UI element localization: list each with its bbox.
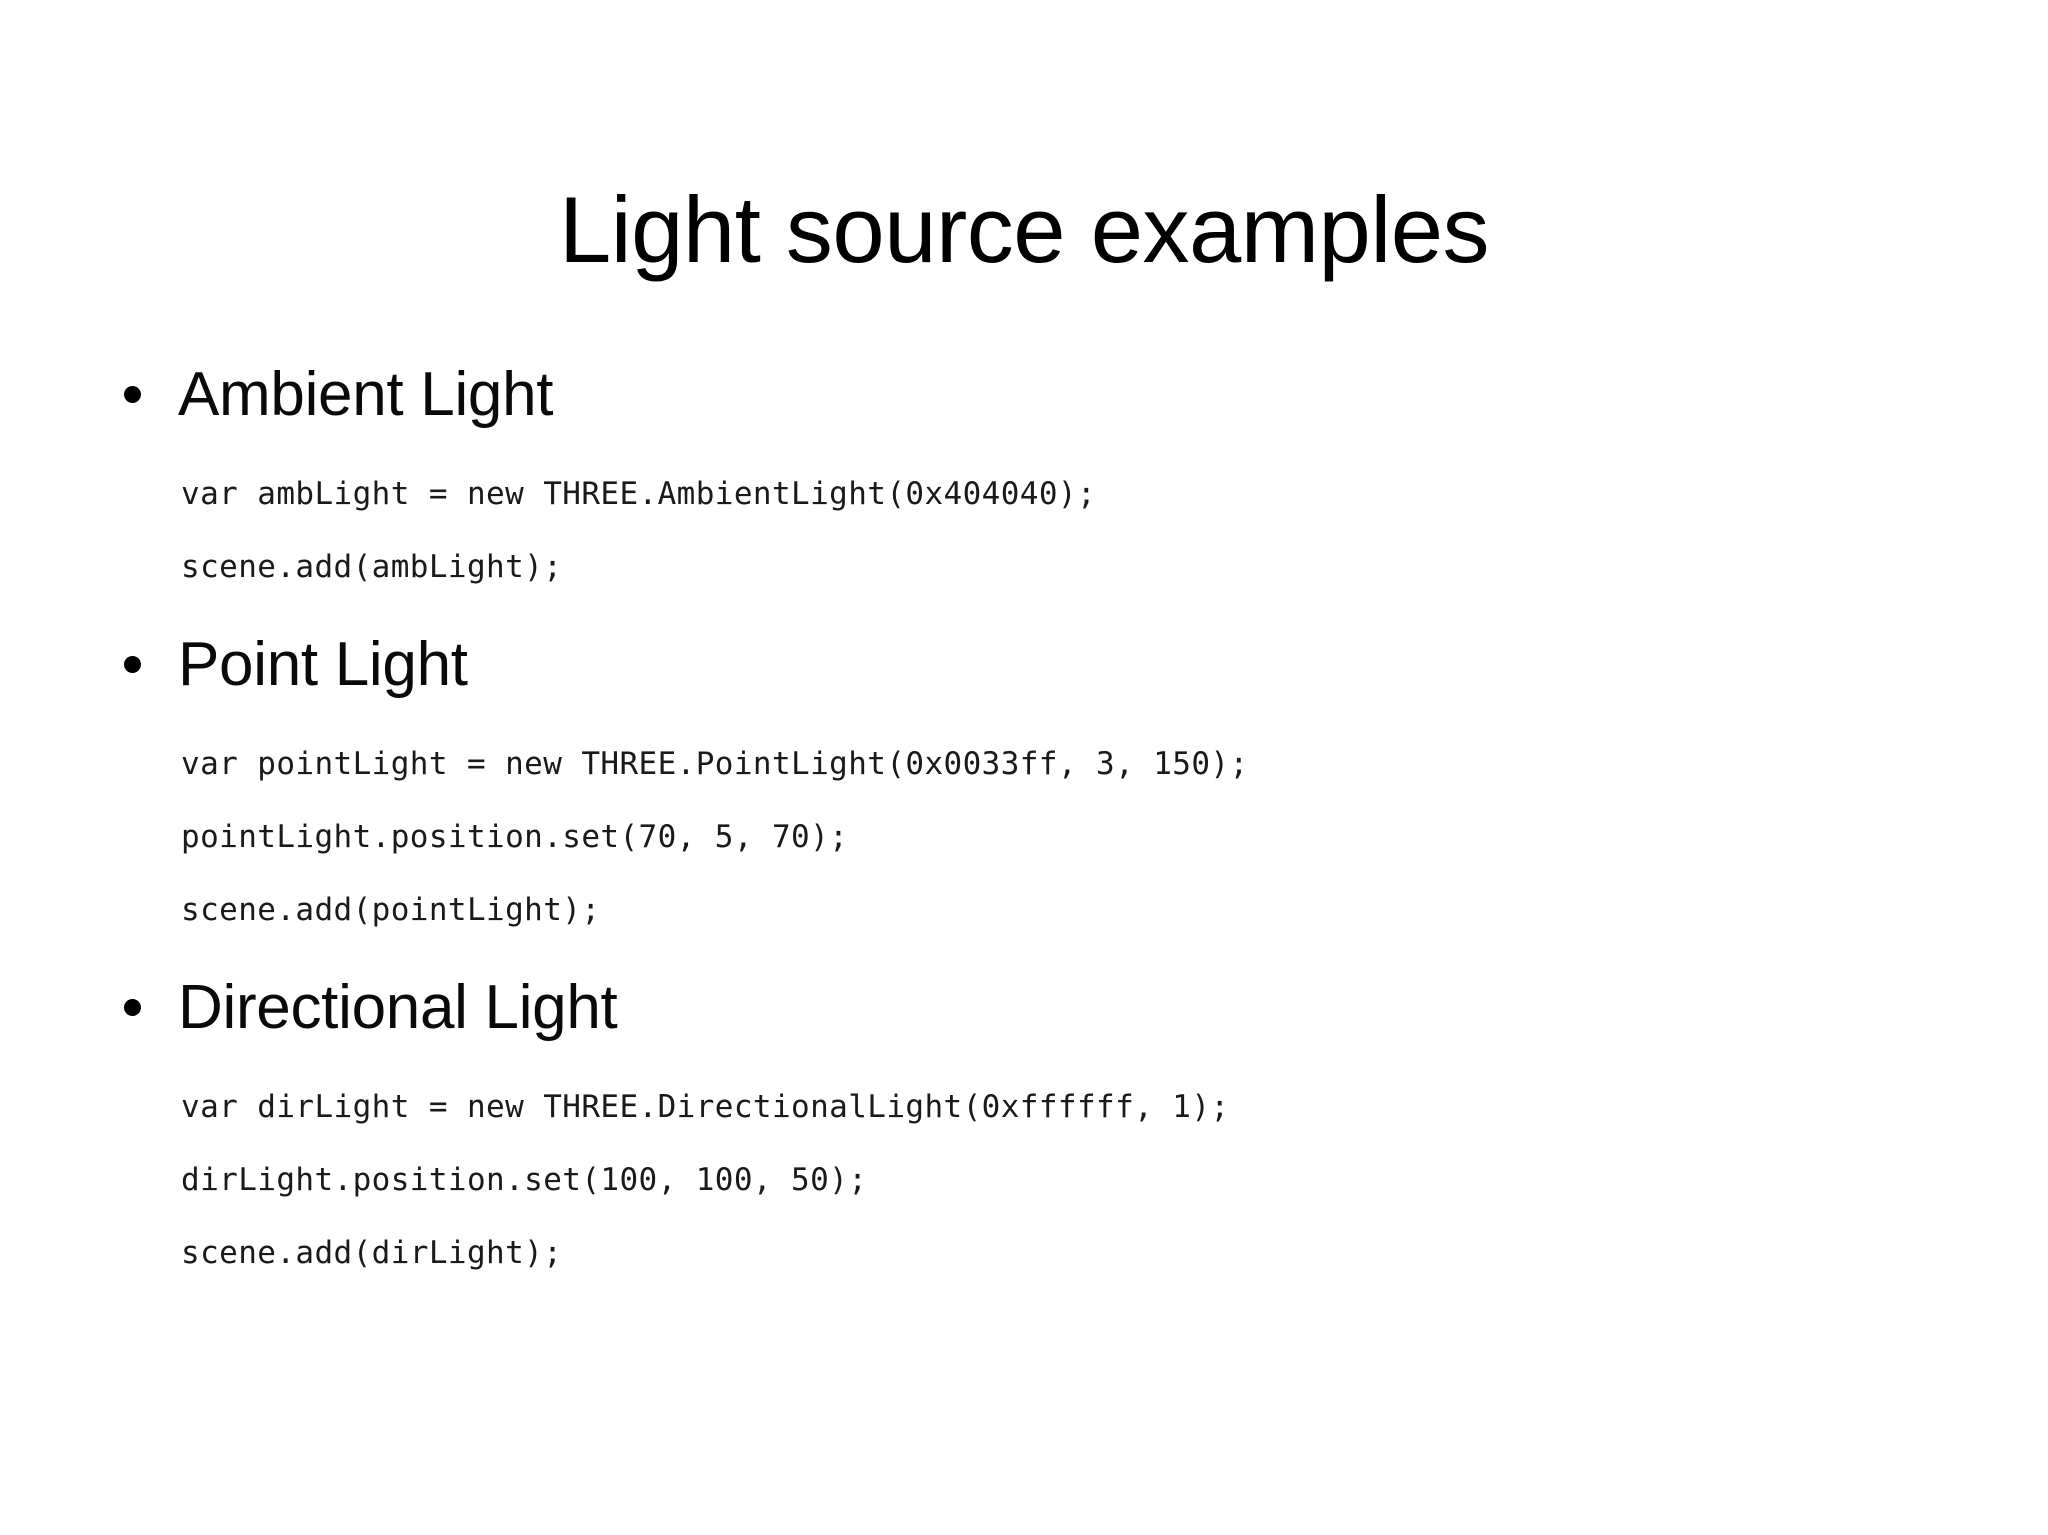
section-spacer xyxy=(0,947,2048,965)
bullet-item-point-light: Point Light xyxy=(0,622,2048,708)
code-line: scene.add(pointLight); xyxy=(181,892,601,928)
light-section-point: Point Light var pointLight = new THREE.P… xyxy=(0,622,2048,947)
code-block-ambient: var ambLight = new THREE.AmbientLight(0x… xyxy=(0,438,2048,604)
light-section-ambient: Ambient Light var ambLight = new THREE.A… xyxy=(0,352,2048,604)
bullet-label-ambient-light: Ambient Light xyxy=(178,360,554,429)
code-line: var pointLight = new THREE.PointLight(0x… xyxy=(181,746,1249,782)
code-block-directional: var dirLight = new THREE.DirectionalLigh… xyxy=(0,1051,2048,1290)
bullet-item-ambient-light: Ambient Light xyxy=(0,352,2048,438)
bullet-label-point-light: Point Light xyxy=(178,630,468,699)
code-line: scene.add(ambLight); xyxy=(181,549,563,585)
code-line: var dirLight = new THREE.DirectionalLigh… xyxy=(181,1089,1230,1125)
bullet-dot-icon xyxy=(124,999,141,1016)
bullet-item-directional-light: Directional Light xyxy=(0,965,2048,1051)
bullet-dot-icon xyxy=(124,386,141,403)
code-line: pointLight.position.set(70, 5, 70); xyxy=(181,819,849,855)
slide-title: Light source examples xyxy=(558,176,1490,282)
section-spacer xyxy=(0,604,2048,622)
slide-body: Ambient Light var ambLight = new THREE.A… xyxy=(0,352,2048,1290)
code-line: scene.add(dirLight); xyxy=(181,1235,563,1271)
bullet-label-directional-light: Directional Light xyxy=(178,973,618,1042)
light-section-directional: Directional Light var dirLight = new THR… xyxy=(0,965,2048,1290)
code-line: dirLight.position.set(100, 100, 50); xyxy=(181,1162,868,1198)
bullet-dot-icon xyxy=(124,656,141,673)
code-block-point: var pointLight = new THREE.PointLight(0x… xyxy=(0,708,2048,947)
code-line: var ambLight = new THREE.AmbientLight(0x… xyxy=(181,476,1097,512)
